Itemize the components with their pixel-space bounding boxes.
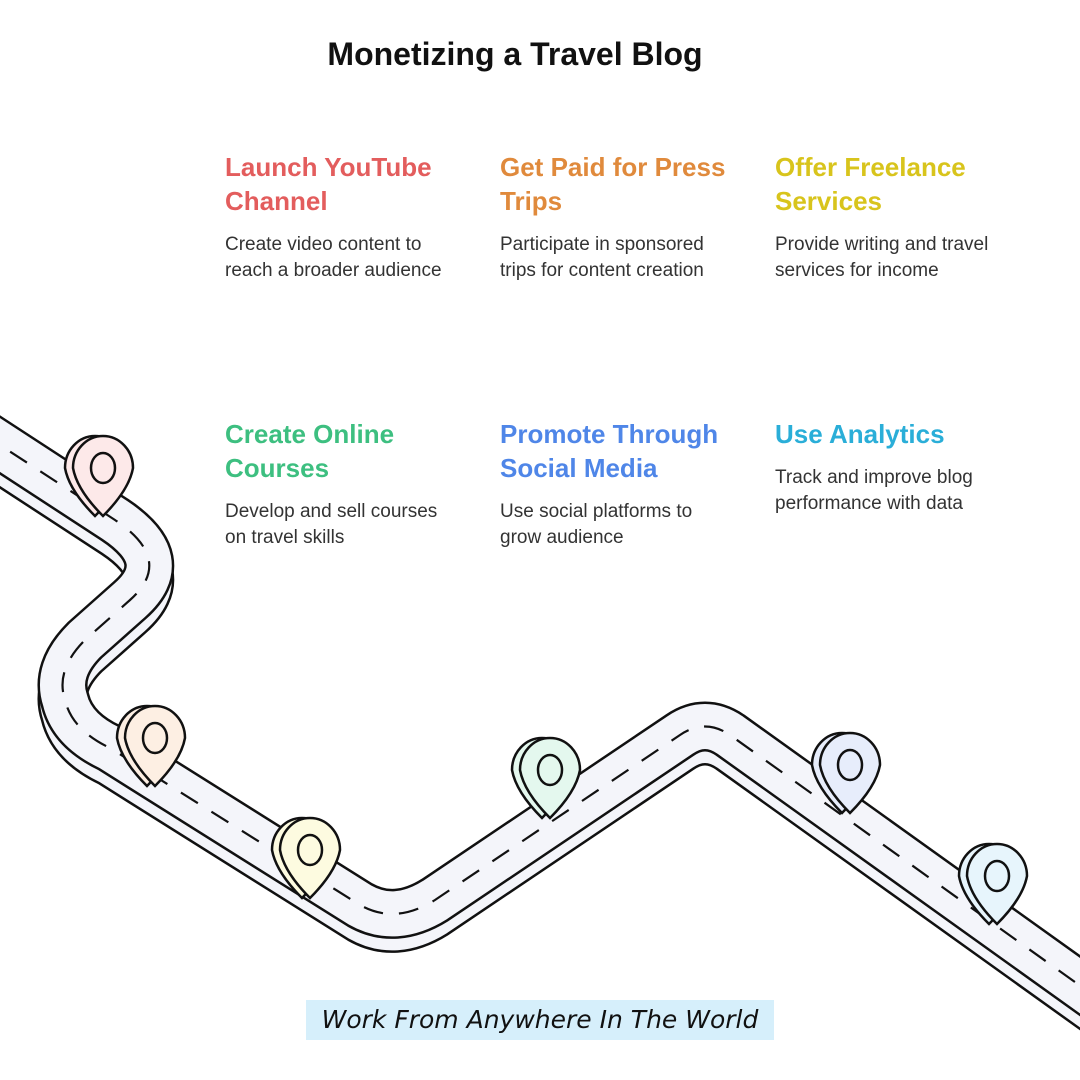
step-heading: Launch YouTube Channel	[225, 152, 432, 216]
footer-tagline: Work From Anywhere In The World	[306, 1000, 774, 1040]
step-youtube: Launch YouTube Channel Create video cont…	[225, 150, 455, 284]
step-heading: Use Analytics	[775, 419, 945, 449]
map-pin-icon	[115, 704, 187, 788]
step-freelance: Offer Freelance Services Provide writing…	[775, 150, 1005, 284]
step-social-media: Promote Through Social Media Use social …	[500, 417, 730, 551]
step-description: Create video content to reach a broader …	[225, 234, 442, 281]
map-pin-icon	[63, 434, 135, 518]
step-courses: Create Online Courses Develop and sell c…	[225, 417, 455, 551]
step-description: Participate in sponsored trips for conte…	[500, 234, 704, 281]
step-heading: Create Online Courses	[225, 419, 395, 483]
map-pin-icon	[957, 842, 1029, 926]
step-heading: Promote Through Social Media	[500, 419, 719, 483]
page-title: Monetizing a Travel Blog	[327, 36, 703, 72]
step-description: Develop and sell courses on travel skill…	[225, 501, 438, 548]
step-description: Use social platforms to grow audience	[500, 501, 693, 548]
map-pin-icon	[270, 816, 342, 900]
step-description: Track and improve blog performance with …	[775, 467, 973, 514]
step-analytics: Use Analytics Track and improve blog per…	[775, 417, 1005, 517]
step-press-trips: Get Paid for Press Trips Participate in …	[500, 150, 730, 284]
step-heading: Get Paid for Press Trips	[500, 152, 726, 216]
map-pin-icon	[810, 731, 882, 815]
step-heading: Offer Freelance Services	[775, 152, 966, 216]
step-description: Provide writing and travel services for …	[775, 234, 989, 281]
map-pin-icon	[510, 736, 582, 820]
